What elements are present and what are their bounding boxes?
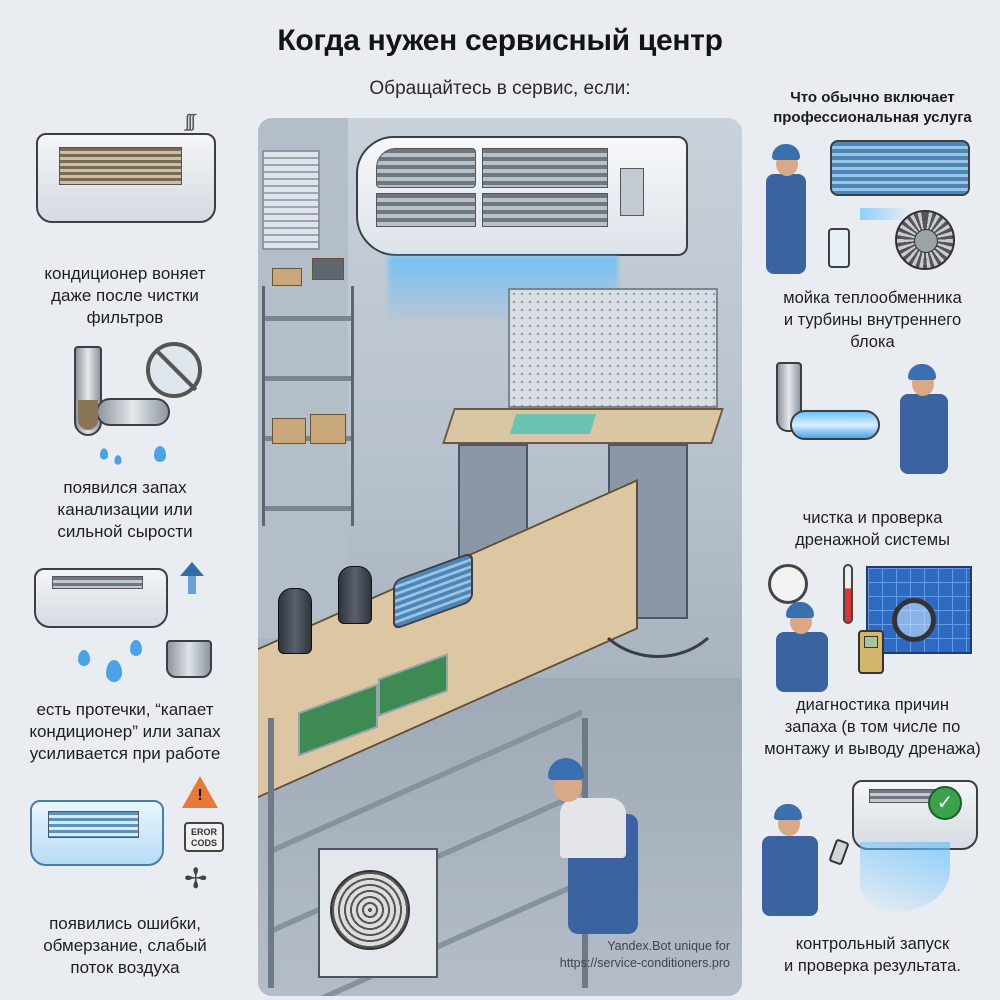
odor-wavy-lines-icon: ∫∫∫ [185,111,196,131]
page-subtitle: Обращайтесь в сервис, если: [369,78,631,99]
sewer-pipe-bend [96,398,170,426]
window-blinds [262,150,320,250]
compressor-icon [338,566,372,624]
page-title: Когда нужен сервисный центр [277,24,723,57]
water-spray [860,208,910,220]
drain-pipe-icon [776,362,802,432]
tool-pegboard [508,288,718,408]
multimeter-icon [858,630,884,674]
arrow-up-stem [188,576,196,594]
blower-wheel-icon [895,210,955,270]
compressor-icon [278,588,312,654]
service-caption: мойка теплообменника и турбины внутренне… [783,289,962,351]
work-mat [509,414,597,434]
watermark: Yandex.Bot unique for https://service-co… [498,938,730,972]
power-cable [588,538,728,658]
services-heading: Что обычно включает профессиональная усл… [745,88,1000,128]
magnifier-icon [892,598,936,642]
service-caption: контрольный запуск и проверка результата… [784,935,961,975]
outdoor-unit-icon [318,848,438,978]
service-caption: диагностика причин запаха (в том числе п… [764,696,981,758]
watermark-line-2: https://service-conditioners.pro [559,956,730,970]
remote-control-icon [828,838,850,866]
check-mark-icon: ✓ [928,786,962,820]
water-drop-icon [154,446,166,462]
storage-shelf [262,286,354,526]
technician-figure [538,758,658,958]
water-drop-icon [130,640,142,656]
drain-pipe-bend [790,410,880,440]
bucket-icon [166,640,212,678]
toolbox-icon [272,268,302,286]
indoor-ac-unit-icon [356,136,688,256]
ac-display-panel [620,168,644,216]
watermark-line-1: Yandex.Bot unique for [607,939,730,953]
pressure-gauge-icon [768,564,808,604]
leaking-ac-icon [34,568,168,628]
reason-caption: появился запах канализации или сильной с… [57,478,193,541]
water-drop-icon [106,660,122,682]
water-drop-icon [114,455,122,465]
error-codes-badge: EROR CODS [184,822,224,852]
arrow-up-icon [180,562,204,576]
thermometer-icon [843,564,853,624]
services-heading-line-2: профессиональная услуга [773,109,972,126]
dirty-water [78,400,98,430]
no-humidity-sign-icon [146,342,202,398]
water-drop-icon [78,650,90,666]
cardboard-box-icon [310,414,346,444]
workshop-illustration: Yandex.Bot unique for https://service-co… [258,118,742,996]
water-drop-icon [99,448,109,460]
reason-caption: есть протечки, “капает кондиционер” или … [29,700,221,763]
heat-exchanger-icon [830,140,970,196]
fan-icon: ✢ [184,863,208,894]
toolbox-icon [312,258,344,280]
warning-triangle-icon [182,776,218,808]
test-run-ac-icon [852,780,978,850]
frozen-ac-icon [30,800,164,866]
spray-bottle-icon [828,228,850,268]
cool-airflow [860,842,950,912]
services-heading-line-1: Что обычно включает [790,89,955,106]
service-caption: чистка и проверка дренажной системы [795,509,950,549]
warning-exclamation: ! [197,787,203,804]
reason-caption: появились ошибки, обмерзание, слабый пот… [43,914,207,977]
reason-caption: кондиционер воняет даже после чистки фил… [44,264,206,327]
cardboard-box-icon [272,418,306,444]
